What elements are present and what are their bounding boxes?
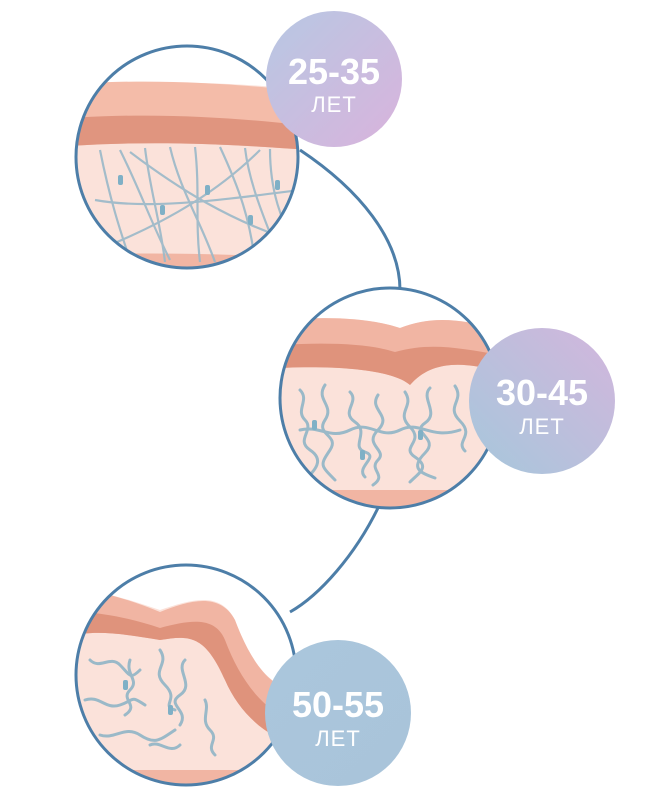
age-range-label: 50-55 [292, 684, 384, 725]
age-range-label: 30-45 [496, 372, 588, 413]
age-unit-label: ЛЕТ [311, 92, 357, 117]
age-badge-1: 25-35 ЛЕТ [266, 11, 402, 147]
skin-section-mature [76, 565, 296, 785]
lens-ring [74, 44, 300, 270]
connector-line [289, 507, 380, 614]
age-unit-label: ЛЕТ [519, 414, 565, 439]
skin-section-young [76, 46, 298, 268]
connector-line [299, 148, 402, 291]
age-badge-3: 50-55 ЛЕТ [265, 640, 411, 786]
age-badge-2: 30-45 ЛЕТ [469, 328, 615, 474]
age-range-label: 25-35 [288, 51, 380, 92]
age-unit-label: ЛЕТ [315, 726, 361, 751]
